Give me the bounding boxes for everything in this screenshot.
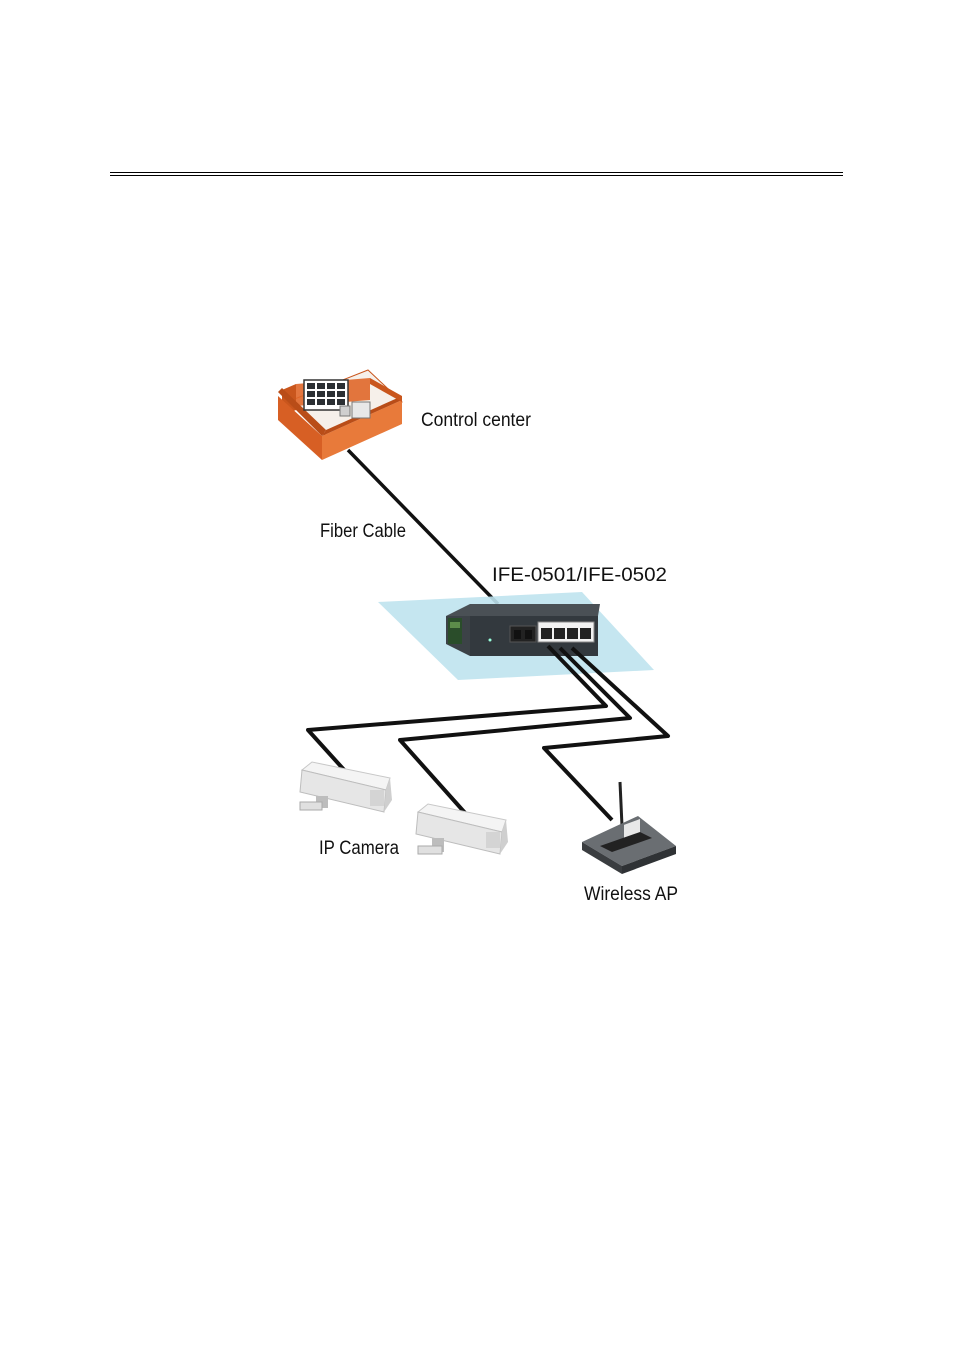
ip-camera-icon xyxy=(300,762,392,812)
ip-camera-icon xyxy=(416,804,508,854)
wireless-ap-label: Wireless AP xyxy=(584,884,678,905)
switch-device-icon xyxy=(446,604,600,656)
fiber-cable-label: Fiber Cable xyxy=(320,521,406,542)
wireless-ap-icon xyxy=(582,782,676,874)
switch-model-label: IFE-0501/IFE-0502 xyxy=(492,565,667,586)
control-center-label: Control center xyxy=(421,410,532,431)
ip-camera-label: IP Camera xyxy=(319,838,399,859)
control-center-building-icon xyxy=(278,370,402,460)
